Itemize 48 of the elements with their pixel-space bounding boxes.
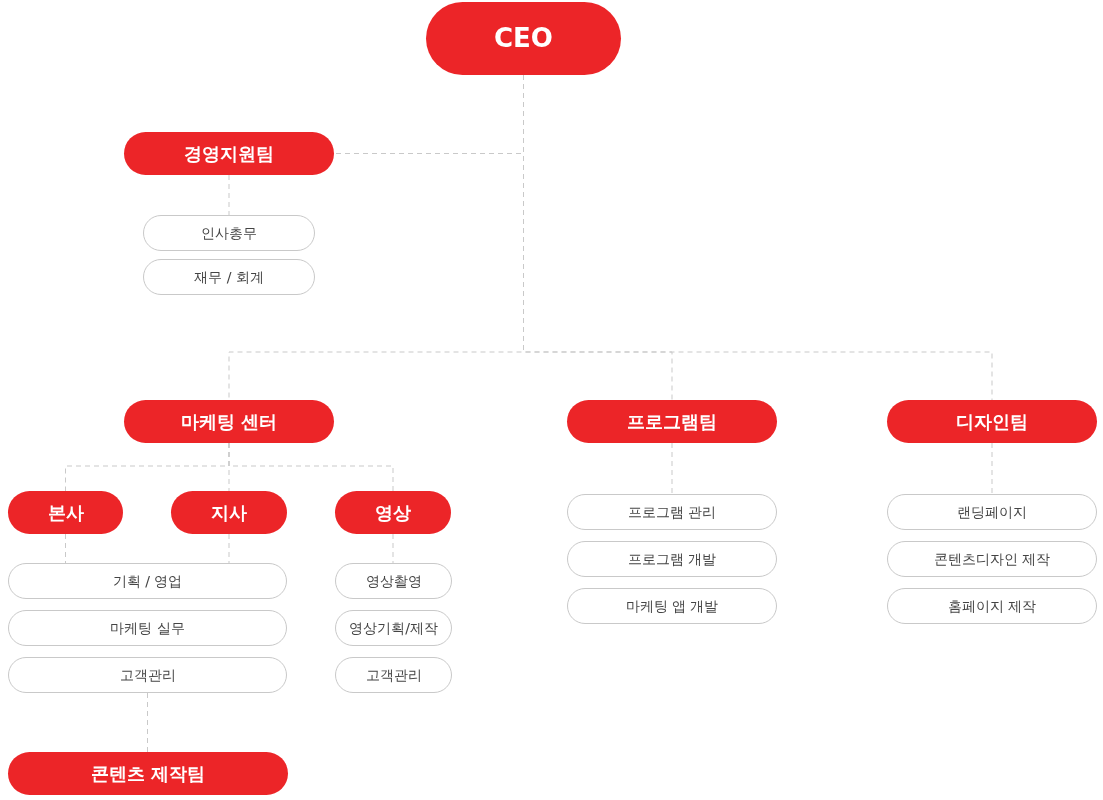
node-label: 기획 / 영업 <box>112 572 183 590</box>
task-node <box>887 494 1097 530</box>
node-label: 랜딩페이지 <box>957 503 1027 521</box>
node-label: 프로그램팀 <box>627 410 717 433</box>
connector-line <box>228 442 394 492</box>
node-label: 디자인팀 <box>956 410 1028 433</box>
task-node <box>887 541 1097 577</box>
node-label: 콘텐츠 제작팀 <box>90 762 206 785</box>
task-node <box>143 259 315 295</box>
node-label: 마케팅 앱 개발 <box>625 597 719 615</box>
node-label: 마케팅 센터 <box>180 410 278 433</box>
node-label: 프로그램 개발 <box>627 550 717 568</box>
department-node <box>887 400 1097 443</box>
department-node <box>567 400 777 443</box>
node-label: 지사 <box>211 501 247 524</box>
node-label: 영상 <box>375 501 411 524</box>
node-label: 재무 / 회계 <box>194 268 264 286</box>
node-label: 영상기획/제작 <box>349 619 438 637</box>
task-node <box>335 657 452 693</box>
task-node <box>8 657 287 693</box>
node-label: 홈페이지 제작 <box>947 597 1037 615</box>
node-label: 경영지원팀 <box>184 142 274 165</box>
department-node <box>8 752 288 795</box>
task-node <box>8 610 287 646</box>
task-node <box>567 588 777 624</box>
department-node <box>124 400 334 443</box>
connector-line <box>65 533 66 564</box>
node-label: 영상촬영 <box>365 572 422 590</box>
department-node <box>8 491 123 534</box>
node-label: 본사 <box>47 501 84 524</box>
node-label: CEO <box>494 22 553 55</box>
task-node <box>887 588 1097 624</box>
node-label: 콘텐츠디자인 제작 <box>933 550 1051 568</box>
node-label: 마케팅 실무 <box>110 619 185 637</box>
task-node <box>335 563 452 599</box>
node-label: 고객관리 <box>365 666 422 684</box>
node-label: 인사총무 <box>201 224 257 242</box>
task-node <box>143 215 315 251</box>
task-node <box>567 494 777 530</box>
task-node <box>8 563 287 599</box>
department-node <box>124 132 334 175</box>
task-node <box>567 541 777 577</box>
connector-line <box>147 692 148 753</box>
node-label: 고객관리 <box>119 666 176 684</box>
department-node <box>171 491 287 534</box>
task-node <box>335 610 452 646</box>
node-label: 프로그램 관리 <box>627 503 717 521</box>
department-node <box>335 491 451 534</box>
